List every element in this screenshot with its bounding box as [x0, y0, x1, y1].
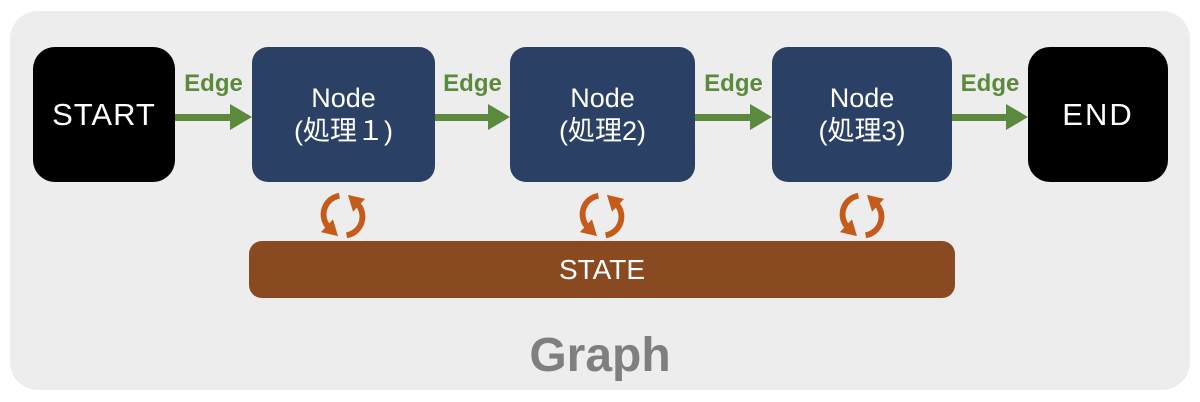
edge-label: Edge: [443, 70, 502, 97]
arrow-shaft: [695, 114, 752, 121]
arrow-shaft: [435, 114, 490, 121]
process-node-2-title: Node: [570, 82, 635, 113]
arrow-shaft: [952, 114, 1008, 121]
edge-node2-to-node3: Edge: [695, 70, 772, 134]
sync-icon: [320, 192, 366, 239]
arrow-right-icon: [952, 70, 1028, 134]
edge-node1-to-node2: Edge: [435, 70, 510, 134]
edge-node3-to-end: Edge: [952, 70, 1028, 134]
process-node-1: Node (処理１): [252, 47, 435, 182]
process-node-2-subtitle: (処理2): [559, 115, 646, 146]
arrow-shaft: [175, 114, 232, 121]
arrow-right-icon: [695, 70, 772, 134]
arrow-head: [750, 104, 772, 130]
arrow-head: [488, 104, 510, 130]
graph-title: Graph: [529, 329, 671, 382]
edge-label: Edge: [960, 70, 1020, 97]
arrow-right-icon: [175, 70, 252, 134]
process-node-1-subtitle: (処理１): [294, 115, 393, 146]
process-node-2: Node (処理2): [510, 47, 695, 182]
process-node-1-title: Node: [311, 82, 376, 113]
state-bar-label: STATE: [558, 253, 646, 285]
arrow-head: [1006, 104, 1028, 130]
sync-icon: [579, 192, 625, 239]
arrow-right-icon: [435, 70, 510, 134]
edge-start-to-node1: Edge: [175, 70, 252, 134]
sync-icon: [839, 192, 885, 239]
end-node-label: END: [1062, 96, 1134, 132]
edge-label: Edge: [184, 70, 243, 97]
start-node: START: [33, 47, 175, 182]
arrow-head: [230, 104, 252, 130]
end-node: END: [1028, 47, 1168, 182]
process-node-3: Node (処理3): [772, 47, 952, 182]
process-node-3-subtitle: (処理3): [818, 115, 906, 146]
start-node-label: START: [52, 96, 156, 132]
edge-label: Edge: [704, 70, 763, 97]
state-bar: STATE: [249, 241, 955, 298]
process-node-3-title: Node: [829, 82, 895, 113]
